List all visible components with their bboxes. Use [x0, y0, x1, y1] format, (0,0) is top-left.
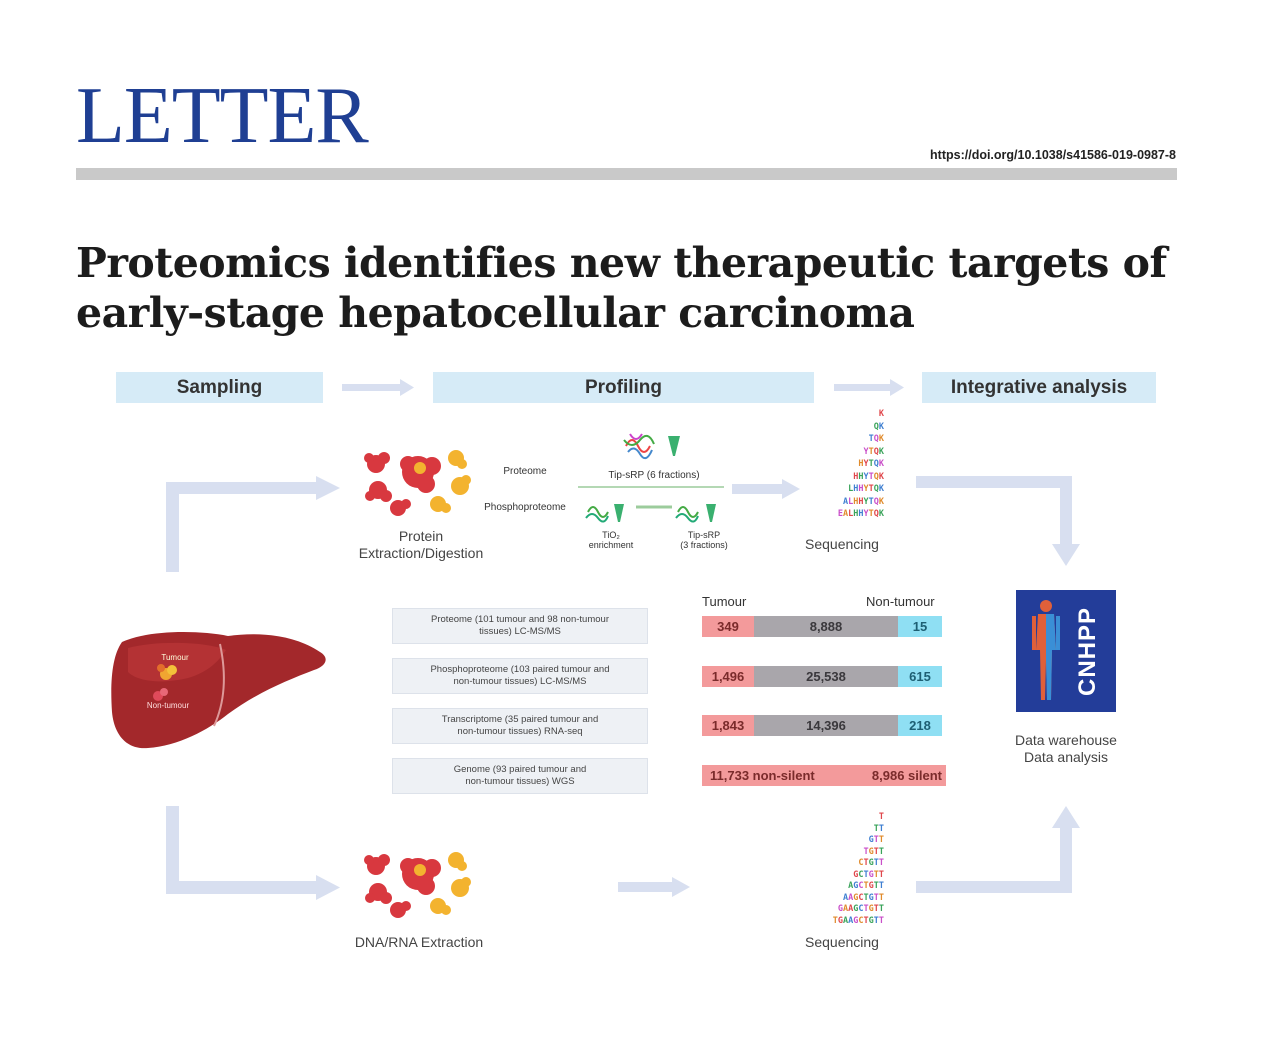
proteome-bar: 349 8,888 15	[702, 616, 942, 637]
peptide-sequence-row: HHYTQK	[853, 471, 884, 482]
phosphoproteome-bar: 1,496 25,538 615	[702, 666, 942, 687]
protein-label-line1: Protein	[398, 528, 444, 544]
stage-sampling: Sampling	[116, 372, 323, 403]
tiprp-bottom-line2: (3 fractions)	[680, 540, 728, 550]
peptide-sequence-row: EALHHYTQK	[837, 509, 884, 519]
dna-sequence-row: AGCTGTT	[848, 881, 884, 891]
protein-label-line2: Extraction/Digestion	[358, 545, 484, 561]
header-rule	[76, 168, 1177, 180]
liver-illustration	[111, 632, 326, 749]
non-tumour-marker-icon	[153, 688, 168, 701]
row4-desc-line1: Genome (93 paired tumour and	[453, 764, 587, 775]
doi-link[interactable]: https://doi.org/10.1038/s41586-019-0987-…	[930, 148, 1176, 162]
row2-desc-line2: non-tumour tissues) LC-MS/MS	[453, 676, 587, 687]
genome-silent-count: 8,986 silent	[871, 768, 942, 783]
peptide-sequence-row: ALHHYTQK	[843, 496, 884, 507]
liver-tumour-label: Tumour	[161, 653, 189, 662]
transcript-tumour-count: 1,843	[702, 715, 754, 736]
peptide-sequence-row: LHHYTQK	[848, 484, 884, 494]
tiprp-bottom-line1: Tip-sRP	[687, 530, 721, 540]
dna-sequence-row: TGAAGCTGTT	[832, 915, 884, 926]
cnhpp-logo-text: CNHPP	[1074, 606, 1101, 696]
peptide-sequence-ladder: K QK TQK YTQK HYTQK HHYTQK LHHYTQK ALHHYTQK EALH…	[806, 408, 884, 526]
peptide-sequence-row: TQK	[868, 434, 884, 444]
peptide-sequence-row: HYTQK	[858, 459, 884, 469]
phosphoproteome-label: Phosphoproteome	[484, 502, 566, 513]
liver-non-tumour-label: Non-tumour	[146, 701, 190, 710]
proteome-tumour-count: 349	[702, 616, 754, 637]
peptide-sequence-row: QK	[873, 421, 884, 432]
data-warehouse-label: Data warehouse	[1015, 732, 1117, 748]
genome-mutation-bar: 11,733 non-silent 8,986 silent	[702, 765, 946, 786]
phospho-peptide-icon	[585, 504, 624, 523]
proteome-non-tumour-count: 15	[898, 616, 942, 637]
dna-sequence-row: T	[878, 812, 884, 822]
tio2-label: TiO₂ enrichment	[576, 530, 646, 550]
row3-desc-line2: non-tumour tissues) RNA-seq	[457, 726, 583, 737]
dna-sequence-row: GAAGCTGTT	[837, 904, 884, 914]
data-analysis-label: Data analysis	[1023, 749, 1109, 765]
transcript-non-tumour-count: 218	[898, 715, 942, 736]
non-tumour-header: Non-tumour	[866, 594, 935, 609]
title-line-2: early-stage hepatocellular carcinoma	[76, 289, 915, 337]
peptide-mixture-icon	[623, 433, 680, 460]
row4-desc-line2: non-tumour tissues) WGS	[465, 776, 575, 787]
dna-sequence-row: TT	[873, 823, 884, 834]
row1-desc-line1: Proteome (101 tumour and 98 non-tumour	[431, 614, 609, 625]
row1-desc-line2: tissues) LC-MS/MS	[479, 626, 561, 637]
stage-integrative-analysis: Integrative analysis	[922, 372, 1156, 403]
dna-sequencing-label: Sequencing	[805, 934, 879, 950]
tumour-header: Tumour	[702, 594, 747, 609]
proteome-label: Proteome	[503, 466, 547, 477]
phospho-common-count: 25,538	[754, 666, 898, 687]
section-label: LETTER	[76, 72, 369, 160]
tumour-marker-icon	[157, 664, 177, 680]
protein-sequencing-label: Sequencing	[805, 536, 879, 552]
dna-rna-extraction-label: DNA/RNA Extraction	[354, 934, 484, 950]
protein-cluster-icon	[364, 450, 471, 516]
transcriptome-bar: 1,843 14,396 218	[702, 715, 942, 736]
human-figure-icon	[1032, 600, 1060, 700]
title-line-1: Proteomics identifies new therapeutic ta…	[76, 239, 1167, 287]
peptide-sequence-row: K	[878, 409, 884, 419]
proteome-common-count: 8,888	[754, 616, 898, 637]
phospho-non-tumour-count: 615	[898, 666, 942, 687]
transcript-common-count: 14,396	[754, 715, 898, 736]
cnhpp-logo: CNHPP	[1016, 590, 1116, 712]
row3-desc-line1: Transcriptome (35 paired tumour and	[441, 714, 599, 725]
tio2-line2: enrichment	[588, 540, 634, 550]
stage-profiling: Profiling	[433, 372, 814, 403]
phospho-tumour-count: 1,496	[702, 666, 754, 687]
tiprp-six-fractions-label: Tip-sRP (6 fractions)	[608, 470, 700, 481]
dna-sequence-row: AAGCTGTT	[843, 892, 884, 903]
genome-bar: 11,733 non-silent 8,986 silent	[702, 765, 946, 786]
phospho-fraction-icon	[675, 504, 716, 523]
cnhpp-label: Data warehouse Data analysis	[990, 732, 1142, 766]
row2-desc-line1: Phosphoproteome (103 paired tumour and	[430, 664, 610, 675]
dna-sequence-row: CTGTT	[858, 858, 884, 868]
tio2-line1: TiO₂	[602, 530, 620, 540]
protein-extraction-label: Protein Extraction/Digestion	[334, 528, 508, 562]
dna-cluster-icon	[364, 852, 471, 918]
tiprp-three-fractions-label: Tip-sRP (3 fractions)	[664, 530, 744, 550]
article-title: Proteomics identifies new therapeutic ta…	[76, 238, 1196, 338]
dna-sequence-row: GTT	[868, 835, 884, 845]
peptide-sequence-row: YTQK	[863, 446, 885, 457]
dna-sequence-row: TGTT	[863, 846, 885, 857]
genome-non-silent-count: 11,733 non-silent	[710, 768, 815, 783]
dna-sequence-row: GCTGTT	[853, 869, 884, 880]
